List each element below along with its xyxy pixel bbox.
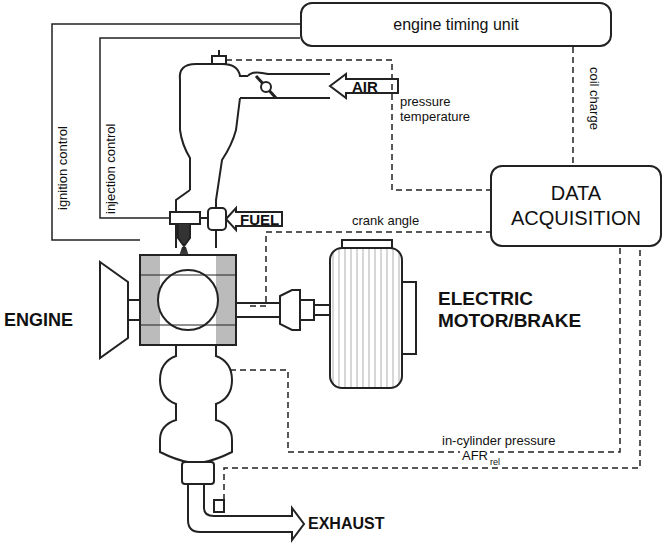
signal-connector: [572, 47, 574, 165]
signal-name: crank angle: [352, 214, 419, 229]
inlet-label: AIR: [352, 78, 378, 95]
signal-name: in-cylinder pressure: [442, 434, 555, 449]
box-text: engine timing unit: [393, 16, 518, 34]
engine-label: ENGINE: [4, 310, 73, 331]
signal-name: injection control: [104, 124, 119, 214]
outlet-label: EXHAUST: [308, 515, 384, 533]
control-unit-box: engine timing unit: [300, 2, 612, 47]
signal-name: AFR: [460, 449, 490, 464]
machine-label: ELECTRIC MOTOR/BRAKE: [438, 288, 588, 332]
signal-name: ignition control: [56, 126, 71, 210]
inlet-label: FUEL: [240, 211, 279, 228]
signal-name: coil charge: [586, 67, 601, 130]
acquisition-box: DATA ACQUISITION: [490, 165, 662, 247]
signal-name: pressure temperature: [400, 95, 482, 125]
box-text: DATA ACQUISITION: [501, 181, 651, 231]
signal-subscript: rel: [488, 457, 502, 467]
